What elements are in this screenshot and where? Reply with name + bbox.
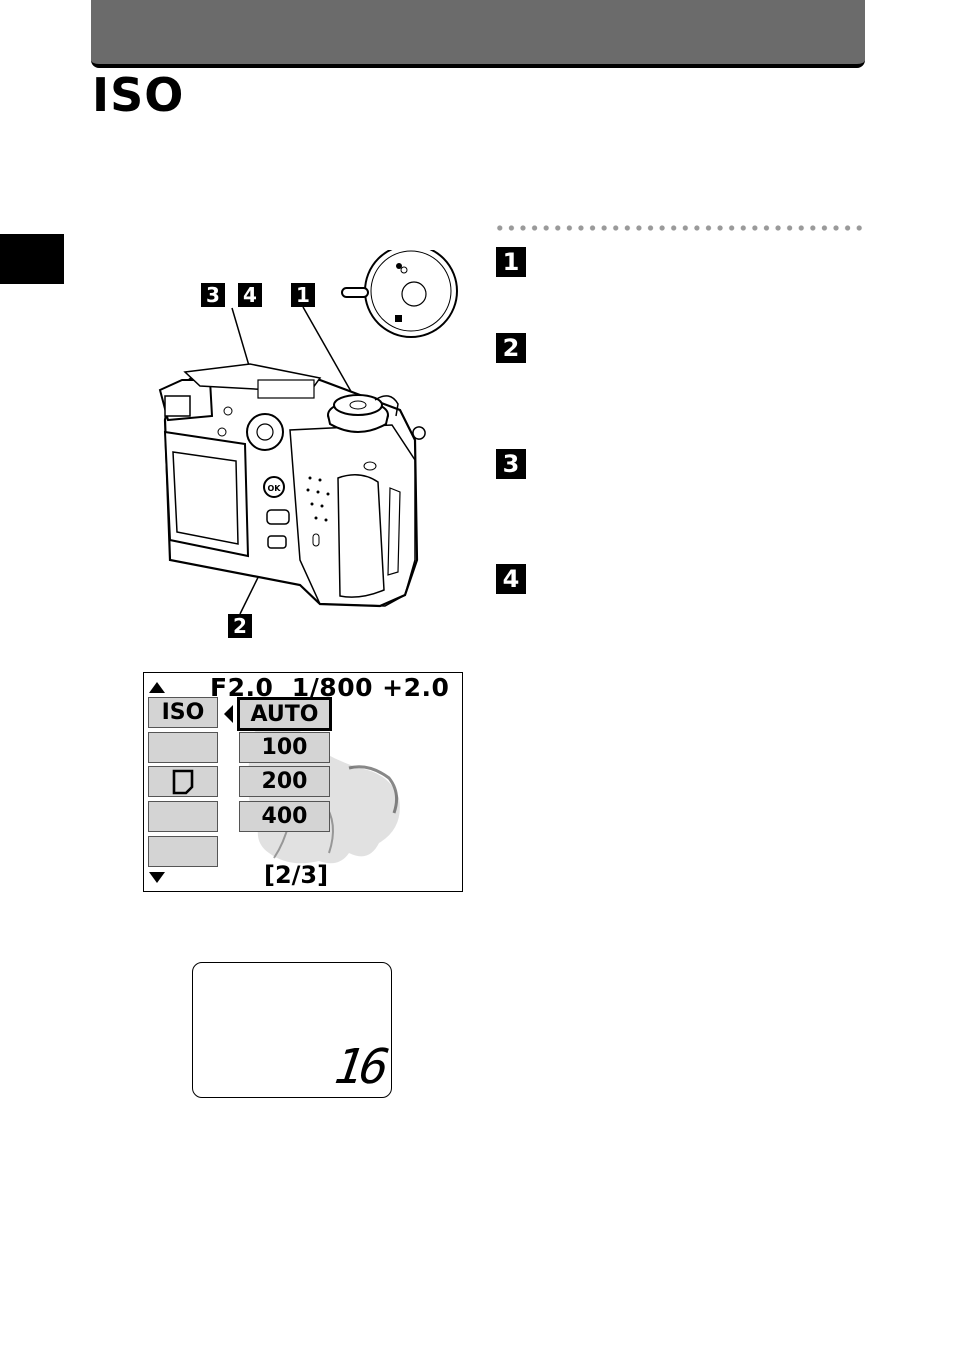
iso-option-auto[interactable]: AUTO <box>237 697 332 731</box>
callout-1: 1 <box>291 283 315 307</box>
step-badge-2: 2 <box>496 333 526 363</box>
menu-tab-blank-2[interactable] <box>148 801 218 832</box>
step-badge-1: 1 <box>496 247 526 277</box>
ok-button-label: OK <box>268 484 282 493</box>
scroll-up-icon[interactable] <box>149 682 165 693</box>
chapter-tab <box>0 234 64 284</box>
scroll-down-icon[interactable] <box>149 872 165 883</box>
menu-tab-blank-1[interactable] <box>148 732 218 763</box>
callout-4: 4 <box>238 283 262 307</box>
menu-tab-iso[interactable]: ISO <box>148 697 218 728</box>
camera-illustration: OK <box>158 250 458 615</box>
iso-option-400[interactable]: 400 <box>239 801 330 832</box>
menu-tab-card[interactable] <box>148 766 218 797</box>
frames-remaining: 16 <box>331 1039 389 1095</box>
control-panel-display: 16 <box>192 962 392 1098</box>
callout-3: 3 <box>201 283 225 307</box>
exposure-status: F2.0 1/800 +2.0 <box>210 673 450 702</box>
dotted-divider <box>494 224 866 232</box>
iso-option-200[interactable]: 200 <box>239 766 330 797</box>
card-icon <box>172 769 194 794</box>
selection-arrow-icon <box>224 705 233 723</box>
page-indicator: [2/3] <box>264 861 329 889</box>
menu-tab-blank-3[interactable] <box>148 836 218 867</box>
header-bar <box>91 0 865 68</box>
page-title: ISO <box>92 68 185 122</box>
iso-option-100[interactable]: 100 <box>239 732 330 763</box>
step-badge-3: 3 <box>496 449 526 479</box>
lcd-menu-screen: F2.0 1/800 +2.0 ISO AUTO 100 200 400 [2/… <box>143 672 463 892</box>
callout-2: 2 <box>228 614 252 638</box>
step-badge-4: 4 <box>496 564 526 594</box>
